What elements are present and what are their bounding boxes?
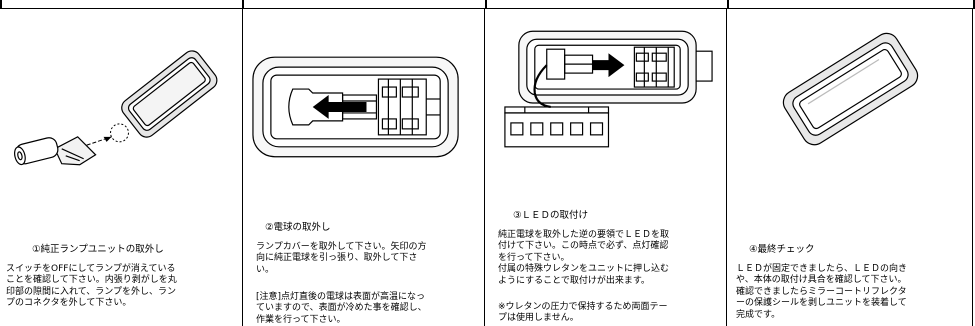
led-install-icon: [504, 30, 713, 148]
header-divider: [0, 0, 2, 9]
header-divider: [485, 0, 487, 9]
step-panel-4: ④最終チェック ＬＥＤが固定できましたら、ＬＥＤの向き や、本体の取付け具合を確…: [727, 9, 973, 326]
header-divider: [727, 0, 729, 9]
step-panel-3: ③ＬＥＤの取付け 純正電球を取外した逆の要領でＬＥＤを取 付けて下さい。この時点…: [485, 9, 727, 326]
header-strip: [0, 0, 975, 9]
lamp-unit-removal-icon: [14, 50, 218, 166]
step-title: ①純正ランプユニットの取外し: [32, 244, 164, 255]
step-note: ※ウレタンの圧力で保持するため両面テー プは使用しません。: [498, 302, 668, 324]
step-note: [注意]点灯直後の電球は表面が高温になっ ていますので、表面が冷めた事を確認し、…: [256, 292, 427, 325]
step-title: ②電球の取外し: [265, 222, 331, 233]
final-lamp-icon: [782, 32, 919, 146]
header-divider: [973, 0, 975, 9]
step-description: ランプカバーを取外して下さい。矢印の方 向に純正電球を引っ張り、取外して下さ い…: [256, 242, 427, 275]
step-description: ＬＥＤが固定できましたら、ＬＥＤの向き や、本体の取付け具合を確認して下さい。 …: [736, 264, 908, 320]
step-title: ④最終チェック: [749, 244, 815, 255]
step-description: スイッチをOFFにしてランプが消えている ことを確認して下さい。内張り剥がしを丸…: [6, 264, 177, 309]
step-panel-2: ②電球の取外し ランプカバーを取外して下さい。矢印の方 向に純正電球を引っ張り、…: [243, 9, 485, 326]
step-title: ③ＬＥＤの取付け: [513, 210, 589, 221]
header-divider: [242, 0, 244, 9]
bulb-removal-icon: [252, 56, 459, 158]
step-description: 純正電球を取外した逆の要領でＬＥＤを取 付けて下さい。この時点で必ず、点灯確認 …: [498, 230, 670, 286]
step-panel-1: ①純正ランプユニットの取外し スイッチをOFFにしてランプが消えている ことを確…: [0, 9, 243, 326]
